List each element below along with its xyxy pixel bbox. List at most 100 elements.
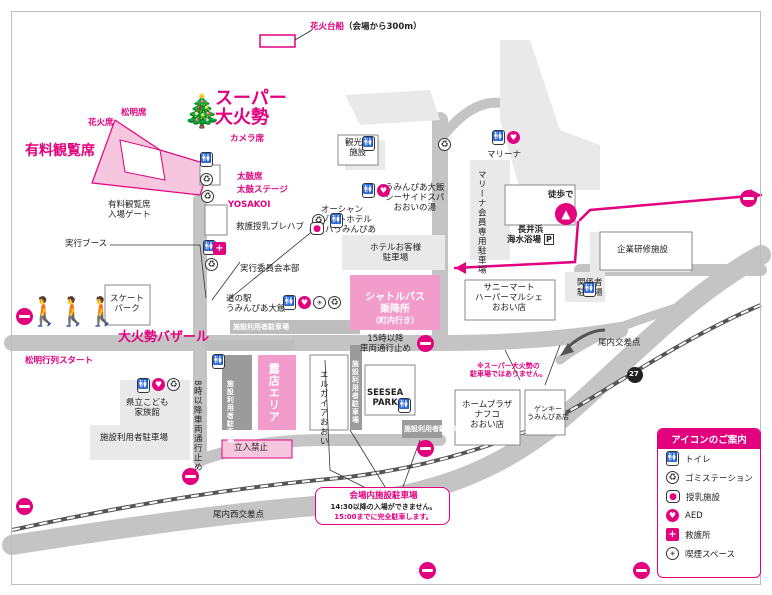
- michinoeki-label: 道の駅 うみんぴあ大飯: [226, 294, 286, 315]
- iinkai-label: 実行委員会本部: [240, 264, 300, 274]
- toilet-icon: 🚻: [362, 136, 375, 151]
- skatepark-label: スケート パーク: [110, 294, 145, 315]
- aed-icon: ♥: [152, 378, 165, 391]
- oinishi-intersection-label: 尾内西交差点: [213, 510, 265, 520]
- aed-icon: ♥: [298, 296, 311, 309]
- kanko-label: 観光船 施設: [345, 138, 371, 159]
- pink-areas: [91, 119, 440, 459]
- facility-parking-left-label: 施設利用者駐車場: [226, 380, 235, 444]
- yosakoi-label: YOSAKOI: [228, 200, 271, 210]
- trash-icon: ♻: [167, 378, 180, 391]
- trash-icon: ♻: [205, 258, 218, 271]
- shuttle-area: [350, 275, 440, 330]
- paid-seating-label: 有料観覧席: [25, 143, 95, 159]
- trash-icon: ♻: [438, 138, 451, 151]
- vertical-one-way-label: 8時以降車両通行止め: [192, 380, 203, 472]
- parade-figures-icon: 🚶🚶🚶: [27, 295, 120, 328]
- toilet-icon: 🚻: [362, 183, 375, 198]
- camera-seats-label: カメラ席: [230, 134, 265, 144]
- aed-icon: ♥: [507, 131, 520, 144]
- seesea-park-label: SEESEA PARK: [367, 388, 404, 409]
- facility-parking-small-label: 施設利用者駐車場: [404, 425, 460, 433]
- genki-label: ゲンキー うみんぴあ店: [527, 405, 569, 422]
- event-title-line2: 大火勢: [215, 106, 269, 128]
- nursing-icon: ●: [666, 490, 680, 503]
- smoking-icon: ☀: [313, 296, 326, 309]
- toilet-icon: 🚻: [583, 282, 596, 297]
- homeplaza-label: ホームプラザ ナフコ おおい店: [462, 400, 513, 431]
- tree-torch-icon: 🎄: [182, 92, 222, 130]
- traffic-arrowhead: [560, 343, 574, 356]
- legend-item: ♥ AED: [658, 506, 760, 525]
- trash-icon: ♻: [328, 296, 341, 309]
- kodomo-label: 県立こども 家族館: [126, 398, 169, 419]
- route-number: 27: [629, 370, 639, 378]
- toilet-icon: 🚻: [492, 130, 505, 145]
- facility-parking-top-label: 施設利用者駐車場: [233, 323, 289, 331]
- buildings: [104, 134, 693, 446]
- road-closed-icon: [740, 190, 757, 207]
- stall-area: [258, 355, 296, 430]
- first-aid-icon: +: [213, 242, 226, 255]
- fireworks-site-marker: [259, 34, 296, 48]
- dark-buildings: [222, 345, 442, 438]
- taiko-seats-label: 太鼓席: [237, 172, 263, 182]
- jikko-booth-label: 実行ブース: [65, 239, 108, 249]
- facility-parking-mid-label: 施設利用者駐車場: [351, 360, 360, 424]
- route-arrow: [455, 262, 466, 274]
- torch-parade-label: 松明行列スタート: [25, 356, 94, 366]
- spa-label: うみんぴあ大飯 シーサイドスパ おおいの湯: [385, 183, 445, 214]
- route-badge: [627, 367, 643, 383]
- marina-label: マリーナ: [487, 150, 522, 160]
- aed-icon: ♥: [666, 509, 679, 522]
- after-1530-label: 15時以降 車両通行止め: [360, 334, 412, 355]
- nagaihama-label: 長井浜 海水浴場 P: [507, 225, 554, 246]
- venue-parking-callout: 会場内施設駐車場 14:30以降の入場ができません。 15:00までに完全駐車し…: [315, 487, 450, 525]
- road-closed-icon: [16, 498, 33, 515]
- legend-title: アイコンのご案内: [658, 429, 760, 449]
- fireworks-site-label: 花火台船（会場から300m）: [310, 22, 422, 32]
- road-closed-icon: [417, 440, 434, 457]
- toilet-icon: 🚻: [283, 295, 296, 310]
- toilet-icon: 🚻: [398, 398, 411, 413]
- road-closed-icon: [633, 562, 650, 579]
- hotel-parking-label: ホテルお客様 駐車場: [370, 243, 422, 264]
- legend-item: ● 授乳施設: [658, 487, 760, 506]
- walking-route: [453, 193, 763, 270]
- legend-item: + 救護所: [658, 525, 760, 544]
- stall-area-label: 露店エリア: [267, 363, 281, 423]
- oiko-intersection-label: 尾内交差点: [598, 338, 641, 348]
- road-main-lower: [2, 245, 771, 555]
- walking-person-icon: ▲: [555, 203, 577, 225]
- toilet-icon: 🚻: [137, 378, 150, 393]
- trash-icon: ♻: [200, 173, 213, 186]
- super-note-label: ※スーパー大火勢の 駐車場ではありません。: [470, 362, 547, 379]
- trash-icon: ♻: [666, 471, 679, 484]
- legend-item: ☀ 喫煙スペース: [658, 544, 760, 563]
- bazaar-label: 大火勢バザール: [118, 330, 210, 345]
- railway: [11, 303, 762, 532]
- toilet-icon: 🚻: [200, 152, 213, 167]
- taiko-stage-label: 太鼓ステージ: [237, 185, 288, 195]
- event-title: スーパー 大火勢: [215, 89, 287, 128]
- road-closed-icon: [16, 308, 33, 325]
- kigyo-label: 企業研修施設: [617, 245, 669, 255]
- no-entry-area: [221, 439, 293, 459]
- first-aid-icon: +: [666, 528, 679, 541]
- toilet-icon: 🚻: [330, 213, 343, 228]
- road-closed-icon: [182, 468, 199, 485]
- toilet-icon: 🚻: [203, 240, 216, 255]
- no-entry-label: 立入禁止: [234, 443, 269, 453]
- trash-icon: ♻: [201, 190, 214, 203]
- sunny-mart-label: サニーマート ハーパーマルシェ おおい店: [475, 283, 543, 314]
- toilet-icon: 🚻: [212, 354, 225, 369]
- marina-parking-label: マリーナ会員専用駐車場: [476, 170, 487, 275]
- aed-icon: ♥: [377, 184, 390, 197]
- hanabi-seats-label: 花火席: [88, 118, 114, 128]
- facility-parking-bottom-label: 施設利用者駐車場: [100, 433, 169, 443]
- nursing-icon: ●: [310, 222, 324, 235]
- road-ramp: [555, 295, 705, 365]
- legend-item: 🚻 トイレ: [666, 451, 711, 466]
- road-closed-icon: [417, 335, 434, 352]
